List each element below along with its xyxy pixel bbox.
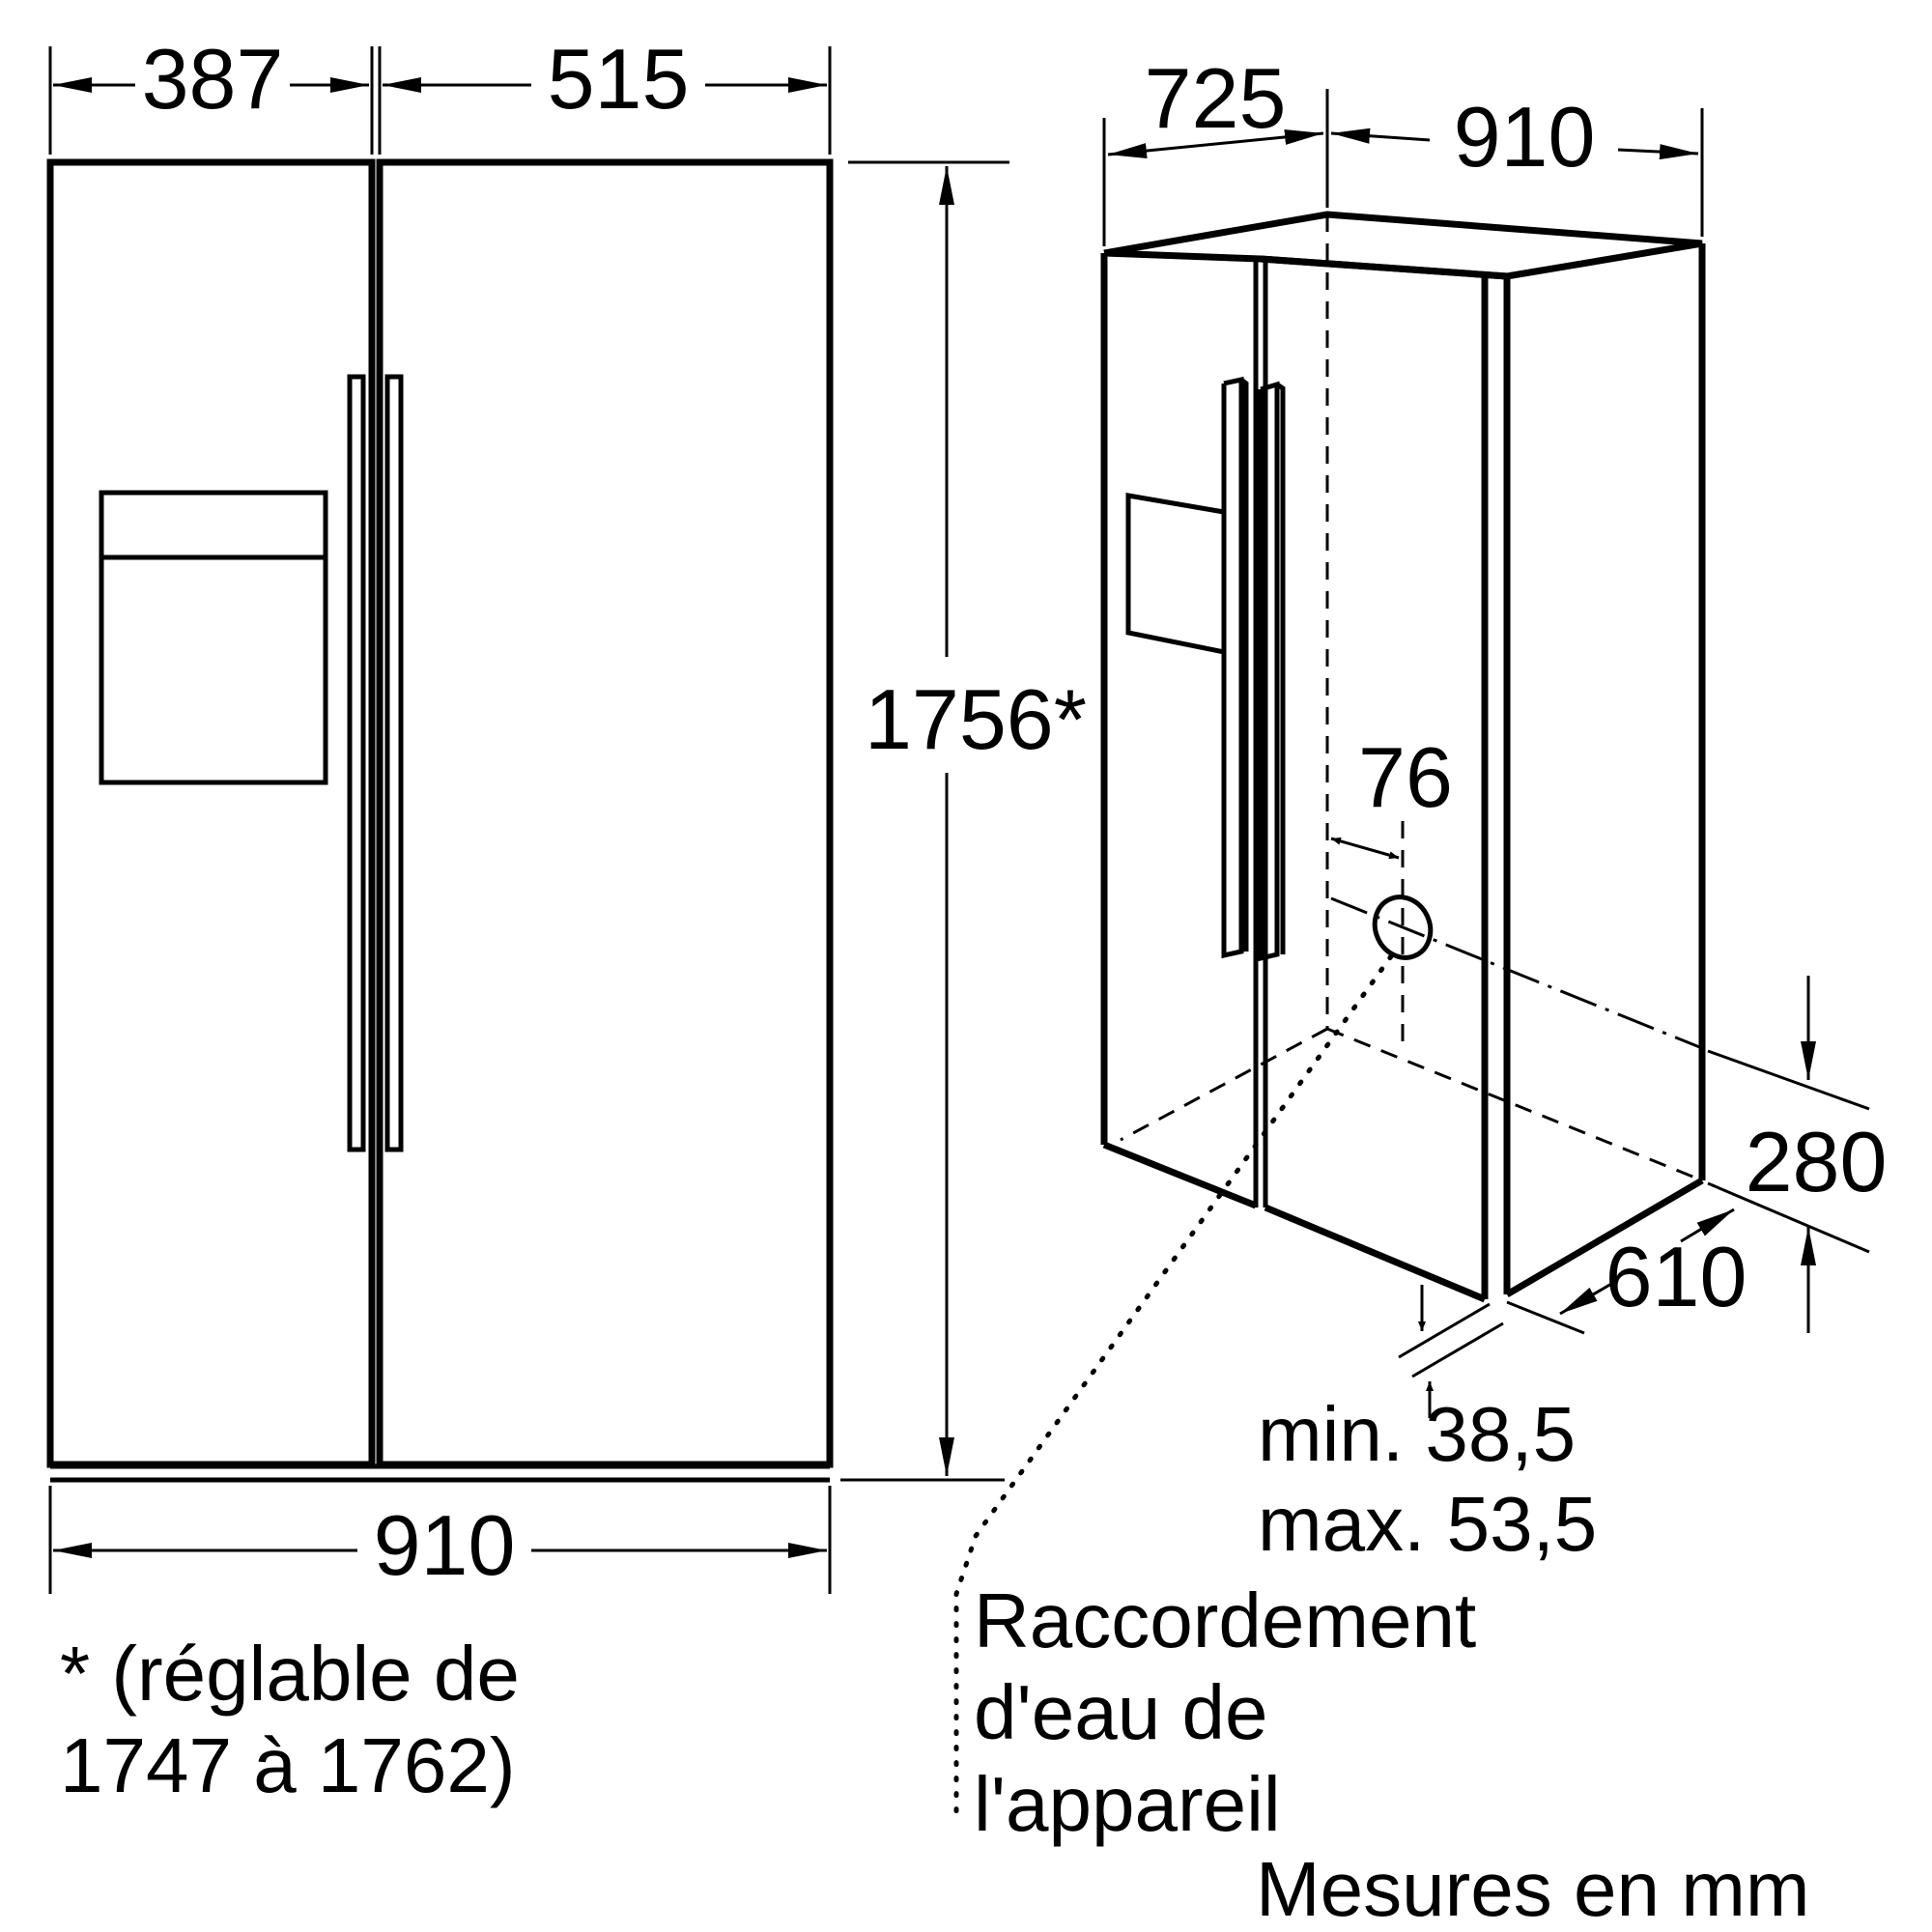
- height-adjustment-note-line1: * (réglable de: [60, 1631, 520, 1717]
- freezer-handle: [347, 374, 366, 1152]
- units-label: Mesures en mm: [1256, 1846, 1809, 1932]
- dim-water-offset: 76: [1358, 729, 1453, 825]
- dim-body-depth: 610: [1605, 1229, 1747, 1324]
- water-connection-label-line1: Raccordement: [974, 1577, 1476, 1663]
- fridge-handle: [384, 374, 404, 1152]
- water-ice-dispenser: [99, 490, 328, 785]
- height-adjustment-note-line2: 1747 à 1762): [60, 1722, 516, 1808]
- dim-height: 1756*: [865, 671, 1087, 767]
- water-connection-label-line2: d'eau de: [974, 1669, 1267, 1755]
- dim-overall-width: 910: [374, 1497, 516, 1593]
- dim-fridge-width: 515: [548, 31, 690, 127]
- dim-line-610: [1559, 1278, 1619, 1316]
- perspective-view: 725 910 76 280 610 min. 38,5 max. 53,5 R…: [953, 50, 1888, 1932]
- dim-gap-min: min. 38,5: [1258, 1391, 1576, 1477]
- water-connection-label-line3: l'appareil: [974, 1761, 1281, 1847]
- dim-water-height: 280: [1746, 1114, 1888, 1209]
- dim-depth: 725: [1145, 50, 1287, 146]
- dim-width: 910: [1454, 89, 1596, 185]
- front-view: 387 515 1756* 910 * (réglable de 1747 à …: [46, 31, 1087, 1808]
- fridge-door: [376, 158, 834, 1468]
- dim-line-depth: [1107, 128, 1324, 159]
- dim-line-76: [1330, 837, 1400, 860]
- dim-freezer-width: 387: [142, 31, 284, 127]
- dim-gap-max: max. 53,5: [1258, 1481, 1597, 1567]
- freezer-door: [46, 158, 376, 1468]
- dim-line-width: [1330, 128, 1431, 144]
- water-connection-icon: [1372, 895, 1434, 960]
